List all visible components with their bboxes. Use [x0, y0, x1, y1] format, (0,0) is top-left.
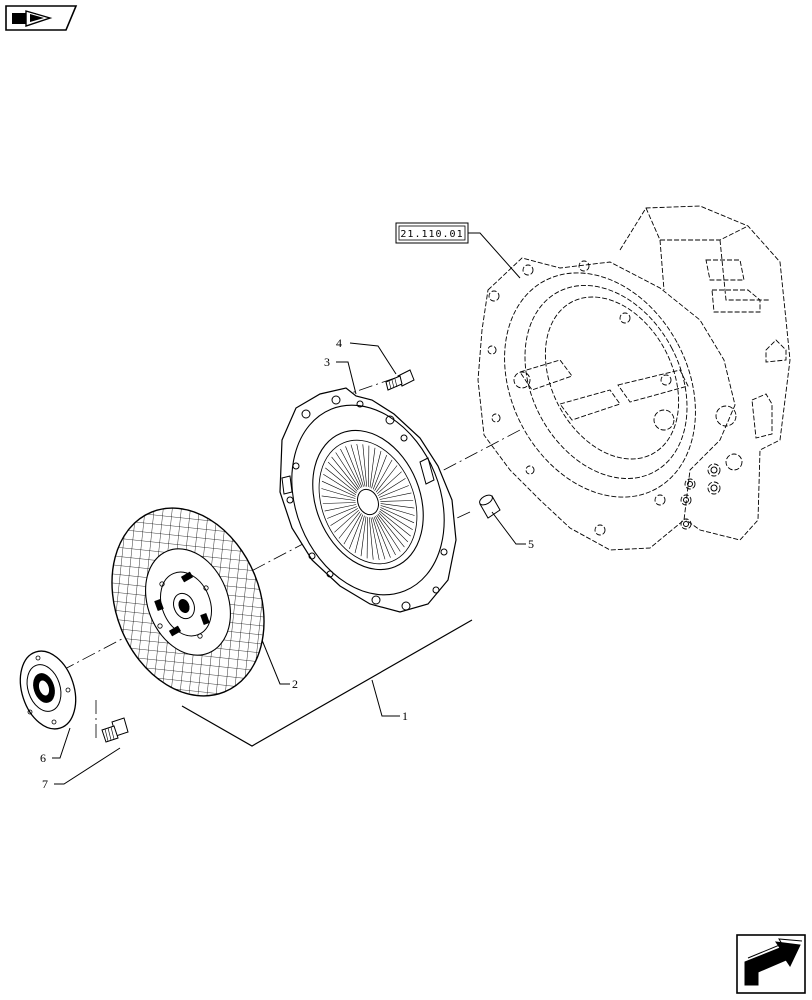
diaphragm-finger [370, 517, 380, 561]
diaphragm-finger [377, 513, 405, 548]
diaphragm-finger [374, 459, 393, 491]
housing-fittings [683, 466, 718, 527]
diaphragm-finger [379, 510, 411, 537]
diaphragm-finger [327, 506, 358, 519]
diaphragm-finger [362, 444, 367, 487]
diaphragm-finger [323, 474, 357, 495]
diaphragm-finger [327, 461, 358, 492]
diaphragm-finger [372, 517, 386, 560]
diaphragm-finger [380, 503, 415, 509]
diaphragm-finger [360, 516, 367, 557]
diaphragm-finger [322, 502, 356, 504]
diaphragm-finger [378, 512, 409, 543]
diaphragm-finger [378, 485, 409, 498]
diaphragm-finger [349, 514, 364, 550]
reference-tag-label: 21.110.01 [400, 229, 463, 240]
bearing-carrier [19, 650, 77, 730]
diaphragm-finger [338, 511, 361, 539]
callout-6: 6 [40, 751, 46, 765]
diaphragm-finger [331, 456, 359, 491]
diaphragm-finger [380, 507, 415, 524]
diaphragm-finger [375, 465, 398, 493]
damper-springs [154, 571, 210, 637]
diaphragm-finger [321, 495, 356, 501]
diaphragm-finger [356, 443, 366, 487]
diaphragm-finger [368, 445, 370, 487]
bolt-part-4 [385, 369, 415, 391]
callout-2: 2 [292, 677, 298, 691]
diaphragm-finger [334, 509, 360, 533]
diaphragm-finger [335, 452, 360, 489]
diaphragm-finger [350, 444, 364, 487]
leader-lines [52, 342, 526, 785]
transmission-housing [477, 205, 791, 551]
assembly-bracket [181, 619, 473, 747]
diaphragm-finger [375, 515, 396, 556]
callout-1: 1 [402, 709, 408, 723]
diaphragm-finger [321, 480, 356, 497]
diaphragm-fingers [321, 443, 415, 561]
bolt-part-7 [101, 717, 129, 743]
dowel-pin-part-5 [479, 494, 501, 519]
diaphragm-finger [376, 471, 402, 495]
diaphragm-finger [379, 509, 413, 530]
reference-tag: 21.110.01 [395, 222, 521, 279]
diaphragm-finger [369, 447, 376, 488]
diaphragm-finger [378, 478, 406, 496]
diaphragm-finger [371, 450, 382, 489]
diaphragm-finger [376, 515, 401, 552]
diaphragm-finger [354, 515, 365, 554]
diaphragm-finger [372, 454, 387, 490]
callout-4: 4 [336, 336, 342, 350]
callout-labels: 4 3 5 2 1 6 7 [40, 336, 534, 791]
diaphragm-finger [325, 467, 357, 494]
diaphragm-finger [366, 517, 368, 559]
next-page-arrow-icon[interactable] [736, 934, 806, 994]
diaphragm-finger [330, 508, 358, 526]
diaphragm-finger [321, 488, 356, 499]
diaphragm-finger [345, 446, 363, 488]
diaphragm-finger [369, 517, 374, 560]
previous-page-arrow-icon[interactable] [5, 5, 78, 31]
diaphragm-finger [340, 448, 361, 489]
callout-5: 5 [528, 537, 534, 551]
diaphragm-finger [324, 504, 357, 512]
diaphragm-finger [379, 492, 412, 500]
callout-7: 7 [42, 777, 48, 791]
clutch-disc [111, 507, 265, 697]
callout-3: 3 [324, 355, 330, 369]
diaphragm-finger [343, 513, 362, 545]
pressure-plate [279, 387, 457, 613]
diaphragm-finger [380, 505, 415, 516]
diaphragm-finger [373, 516, 391, 558]
diaphragm-finger [380, 500, 414, 502]
